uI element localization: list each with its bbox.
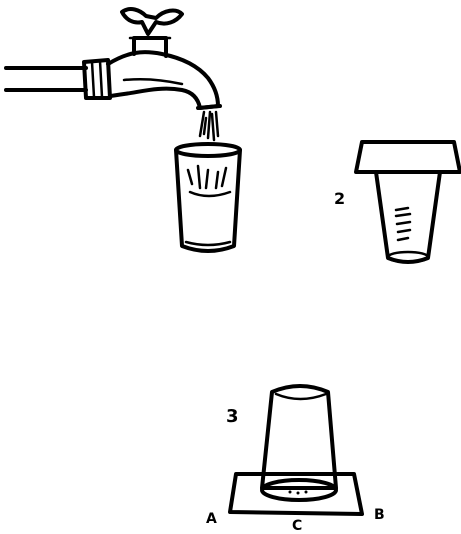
corner-a-label: A <box>206 511 217 527</box>
faucet-handle-icon <box>122 9 182 34</box>
corner-b-label: B <box>374 507 385 523</box>
glass-with-card <box>376 172 440 262</box>
step-3-label: 3 <box>226 406 239 427</box>
spout-shade <box>124 79 182 84</box>
center-c-label: C <box>292 518 302 534</box>
step-2-label: 2 <box>334 189 345 208</box>
water-pipe <box>6 68 86 90</box>
step-3: 3 A B C <box>206 386 385 534</box>
step-2: 2 <box>334 142 460 262</box>
water-stream <box>200 112 218 140</box>
pipe-coupling <box>84 60 110 98</box>
faucet <box>6 9 220 108</box>
glass-being-filled <box>176 144 240 251</box>
card-on-glass <box>356 142 460 172</box>
